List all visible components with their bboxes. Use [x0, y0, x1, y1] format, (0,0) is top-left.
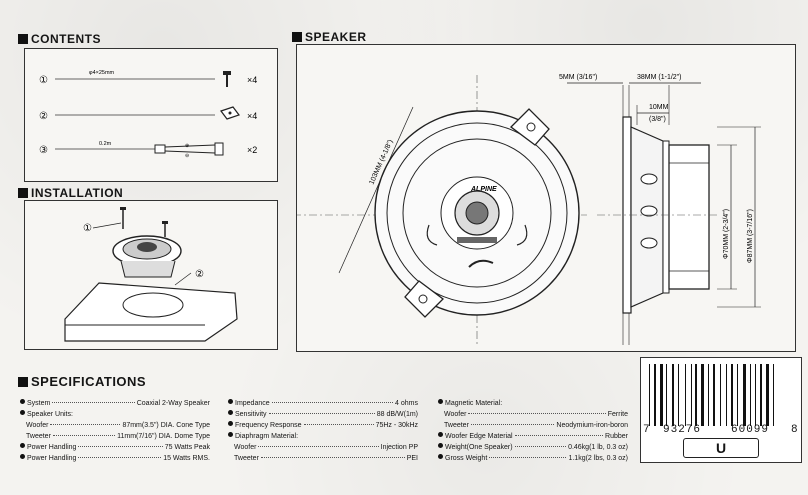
installation-title-text: INSTALLATION — [31, 186, 124, 200]
logo-swoosh-icon — [468, 259, 494, 268]
svg-text:⊖: ⊖ — [185, 153, 189, 159]
section-marker-icon — [18, 376, 28, 387]
installation-box: ① ② — [24, 200, 278, 350]
barcode-bar — [649, 364, 650, 426]
barcode-bar — [684, 364, 686, 426]
speaker-drawing-box: ALPINE 103MM (4-1/8") 5MM (3/16") 38MM (… — [293, 44, 796, 352]
speaker-front-view: ALPINE 103MM (4-1/8") — [293, 75, 587, 345]
speed-clip-icon — [220, 106, 240, 120]
barcode-bar — [726, 364, 728, 426]
callout-2: ② — [195, 269, 204, 280]
mounting-tab — [404, 280, 444, 318]
barcode-bar — [666, 364, 668, 426]
spec-row: Diaphragm Material: — [228, 431, 418, 442]
svg-text:⊕: ⊕ — [185, 143, 189, 149]
contents-item-2-qty: ×4 — [247, 111, 257, 121]
speaker-icon — [112, 235, 182, 278]
dimension-70mm: Φ70MM (2-3/4") — [723, 209, 730, 259]
specifications-title: SPECIFICATIONS — [18, 374, 146, 389]
mounting-hole — [122, 292, 184, 318]
dimension-87mm: Φ87MM (3-7/16") — [747, 209, 754, 263]
contents-title: CONTENTS — [18, 32, 101, 46]
screw-icon — [223, 71, 231, 87]
brand-logo-text: ALPINE — [470, 186, 497, 193]
speaker-side-view: 5MM (3/16") 38MM (1-1/2") 10MM (3/8") Φ7… — [559, 74, 761, 345]
barcode-last-digit: 8 — [791, 424, 798, 436]
contents-item-3-qty: ×2 — [247, 145, 257, 155]
contents-item-1-qty: ×4 — [247, 75, 257, 85]
barcode-bar — [672, 364, 675, 426]
callout-1: ① — [83, 223, 92, 234]
barcode-bar — [737, 364, 738, 426]
barcode-bar — [653, 364, 656, 426]
section-marker-icon — [18, 34, 28, 44]
barcode-bar — [690, 364, 692, 426]
barcode-bar — [695, 364, 698, 426]
barcode-bars — [649, 364, 793, 426]
contents-item-2-number: ② — [39, 111, 48, 122]
mounting-tab — [510, 108, 550, 146]
speaker-cable-icon: ⊕ ⊖ — [154, 142, 224, 159]
barcode-bar — [712, 364, 715, 426]
spec-row: Magnetic Material: — [438, 398, 628, 409]
barcode-bar — [701, 364, 705, 426]
barcode-bar — [755, 364, 757, 426]
screw-icon — [120, 207, 168, 237]
speaker-title-text: SPEAKER — [305, 30, 367, 44]
specifications-title-text: SPECIFICATIONS — [31, 374, 147, 389]
barcode-bar — [659, 364, 663, 426]
barcode-bar — [708, 364, 709, 426]
barcode-label: 7 93276 60099 8 U — [640, 357, 802, 463]
contents-illustration: ① φ4×25mm ×4 ② ×4 ③ 0.2m ⊕ ⊖ ×2 — [39, 70, 257, 159]
spec-row: Speaker Units: — [20, 409, 210, 420]
installation-illustration: ① ② — [64, 207, 238, 342]
dimension-5mm: 5MM (3/16") — [559, 74, 597, 81]
contents-title-text: CONTENTS — [31, 32, 101, 46]
contents-item-1-label: φ4×25mm — [89, 70, 115, 76]
dimension-10mm: 10MM — [649, 104, 669, 111]
barcode-bar — [760, 364, 763, 426]
speaker-title: SPEAKER — [292, 30, 367, 44]
barcode-first-digit: 7 — [643, 424, 650, 436]
section-marker-icon — [18, 188, 28, 198]
barcode-bar — [731, 364, 734, 426]
dimension-10mm-inch: (3/8") — [649, 116, 666, 123]
contents-item-3-number: ③ — [39, 145, 48, 156]
contents-item-3-label: 0.2m — [99, 141, 112, 147]
barcode-bar — [742, 364, 746, 426]
barcode-bar — [772, 364, 774, 426]
barcode-bar — [678, 364, 679, 426]
barcode-right-digits: 60099 — [731, 424, 770, 436]
mounting-panel — [64, 282, 238, 342]
installation-title: INSTALLATION — [18, 186, 123, 200]
barcode-bar — [719, 364, 721, 426]
section-marker-icon — [292, 32, 302, 42]
contents-box: ① φ4×25mm ×4 ② ×4 ③ 0.2m ⊕ ⊖ ×2 — [24, 48, 278, 182]
barcode-grade-box: U — [683, 438, 759, 458]
barcode-bar — [749, 364, 751, 426]
speaker-technical-drawing: ALPINE 103MM (4-1/8") 5MM (3/16") 38MM (… — [293, 74, 761, 345]
barcode-bar — [766, 364, 769, 426]
spec-row: Weight(One Speaker)0.46kg(1 lb, 0.3 oz) — [438, 442, 628, 453]
dimension-38mm: 38MM (1-1/2") — [637, 74, 682, 81]
contents-item-1-number: ① — [39, 75, 48, 86]
barcode-left-digits: 93276 — [663, 424, 702, 436]
